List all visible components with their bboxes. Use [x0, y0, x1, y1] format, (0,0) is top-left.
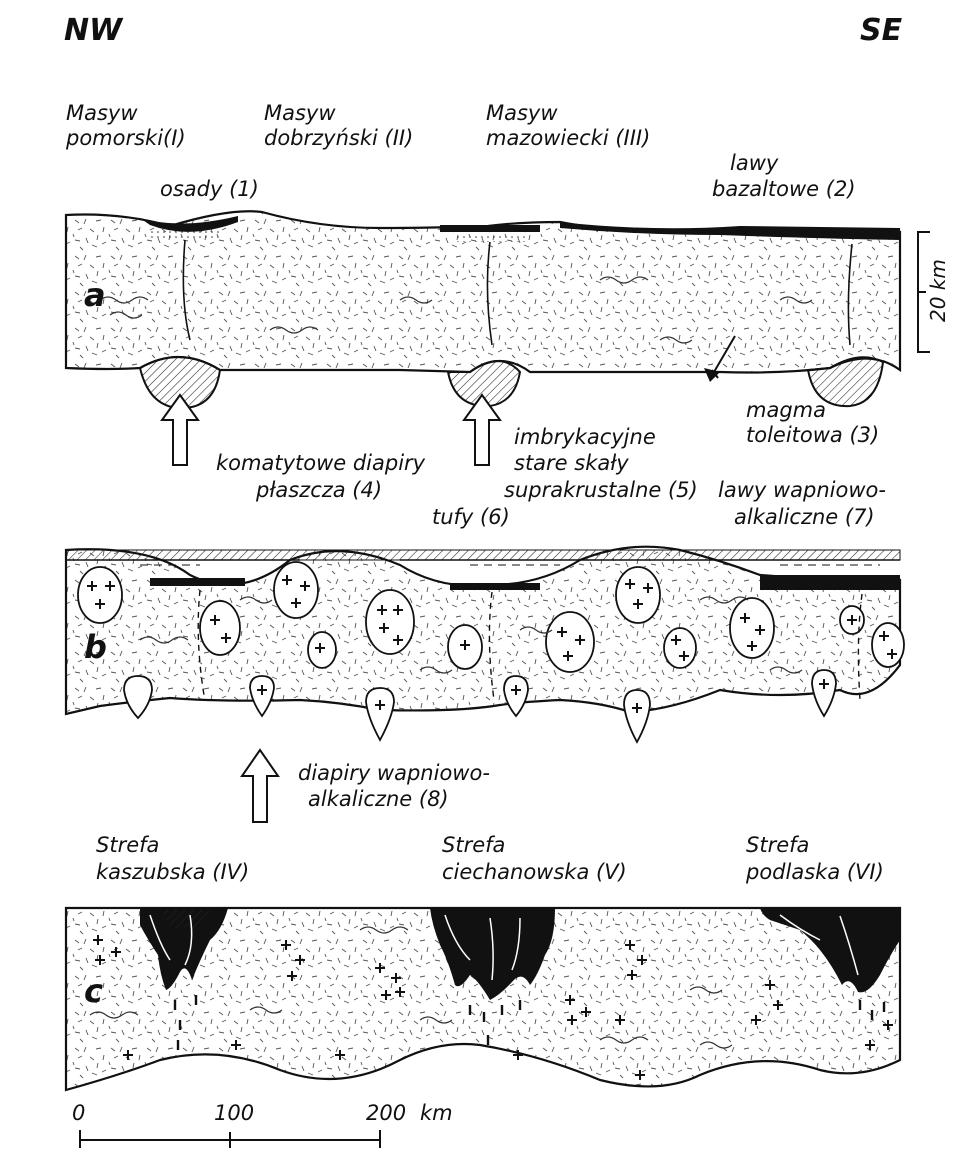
- basalt-lavas-line1: lawy: [730, 151, 779, 175]
- scale-unit-km: km: [420, 1101, 453, 1125]
- massif-mazowiecki-line2: mazowiecki (III): [486, 126, 650, 150]
- row-label-a: a: [84, 276, 106, 314]
- panel-a-section: [66, 211, 900, 408]
- mantle-diapirs-line2: płaszcza (4): [255, 478, 382, 502]
- se-orientation-label: SE: [860, 13, 903, 48]
- scale-20km-label: 20 km: [926, 259, 950, 322]
- imbricated-rocks-line1: imbrykacyjne: [514, 425, 656, 449]
- imbricated-rocks-line2: stare skały: [514, 451, 629, 475]
- panel-b-section: [66, 547, 904, 742]
- horizontal-scale-bar: [80, 1130, 380, 1148]
- calc-diapirs-line1: diapiry wapniowo-: [298, 761, 490, 785]
- basalt-lavas-line2: bazaltowe (2): [712, 177, 856, 201]
- magma-line1: magma: [746, 398, 826, 422]
- scale-tick-200: 200: [366, 1101, 406, 1125]
- zone-podlaska-line2: podlaska (VI): [745, 860, 884, 884]
- nw-orientation-label: NW: [64, 13, 124, 48]
- massif-mazowiecki-line1: Masyw: [486, 101, 558, 125]
- magma-line2: toleitowa (3): [746, 423, 879, 447]
- zone-podlaska-line1: Strefa: [746, 833, 809, 857]
- zone-ciechanowska-line1: Strefa: [442, 833, 505, 857]
- sediments-label: osady (1): [160, 177, 259, 201]
- tuffs-label: tufy (6): [432, 505, 510, 529]
- massif-dobrzynski-line1: Masyw: [264, 101, 336, 125]
- mantle-diapirs-line1: komatytowe diapiry: [216, 451, 426, 475]
- calc-lavas-line1: lawy wapniowo-: [718, 478, 886, 502]
- zone-ciechanowska-line2: ciechanowska (V): [442, 860, 627, 884]
- scale-tick-0: 0: [72, 1101, 85, 1125]
- calc-lavas-line2: alkaliczne (7): [734, 505, 875, 529]
- zone-kaszubska-line1: Strefa: [96, 833, 159, 857]
- row-label-b: b: [84, 628, 107, 666]
- up-arrow-calc-alkaline-diapirs: [242, 750, 278, 822]
- imbricated-rocks-line3: suprakrustalne (5): [504, 478, 698, 502]
- calc-diapirs-line2: alkaliczne (8): [308, 787, 449, 811]
- row-label-c: c: [84, 972, 103, 1010]
- zone-kaszubska-line2: kaszubska (IV): [96, 860, 249, 884]
- massif-dobrzynski-line2: dobrzyński (II): [264, 126, 413, 150]
- scale-bar-20km: 20 km: [918, 232, 950, 352]
- scale-tick-100: 100: [214, 1101, 254, 1125]
- massif-pomorski-line2: pomorski(I): [65, 126, 186, 150]
- massif-pomorski-line1: Masyw: [66, 101, 138, 125]
- panel-c-section: [66, 908, 900, 1090]
